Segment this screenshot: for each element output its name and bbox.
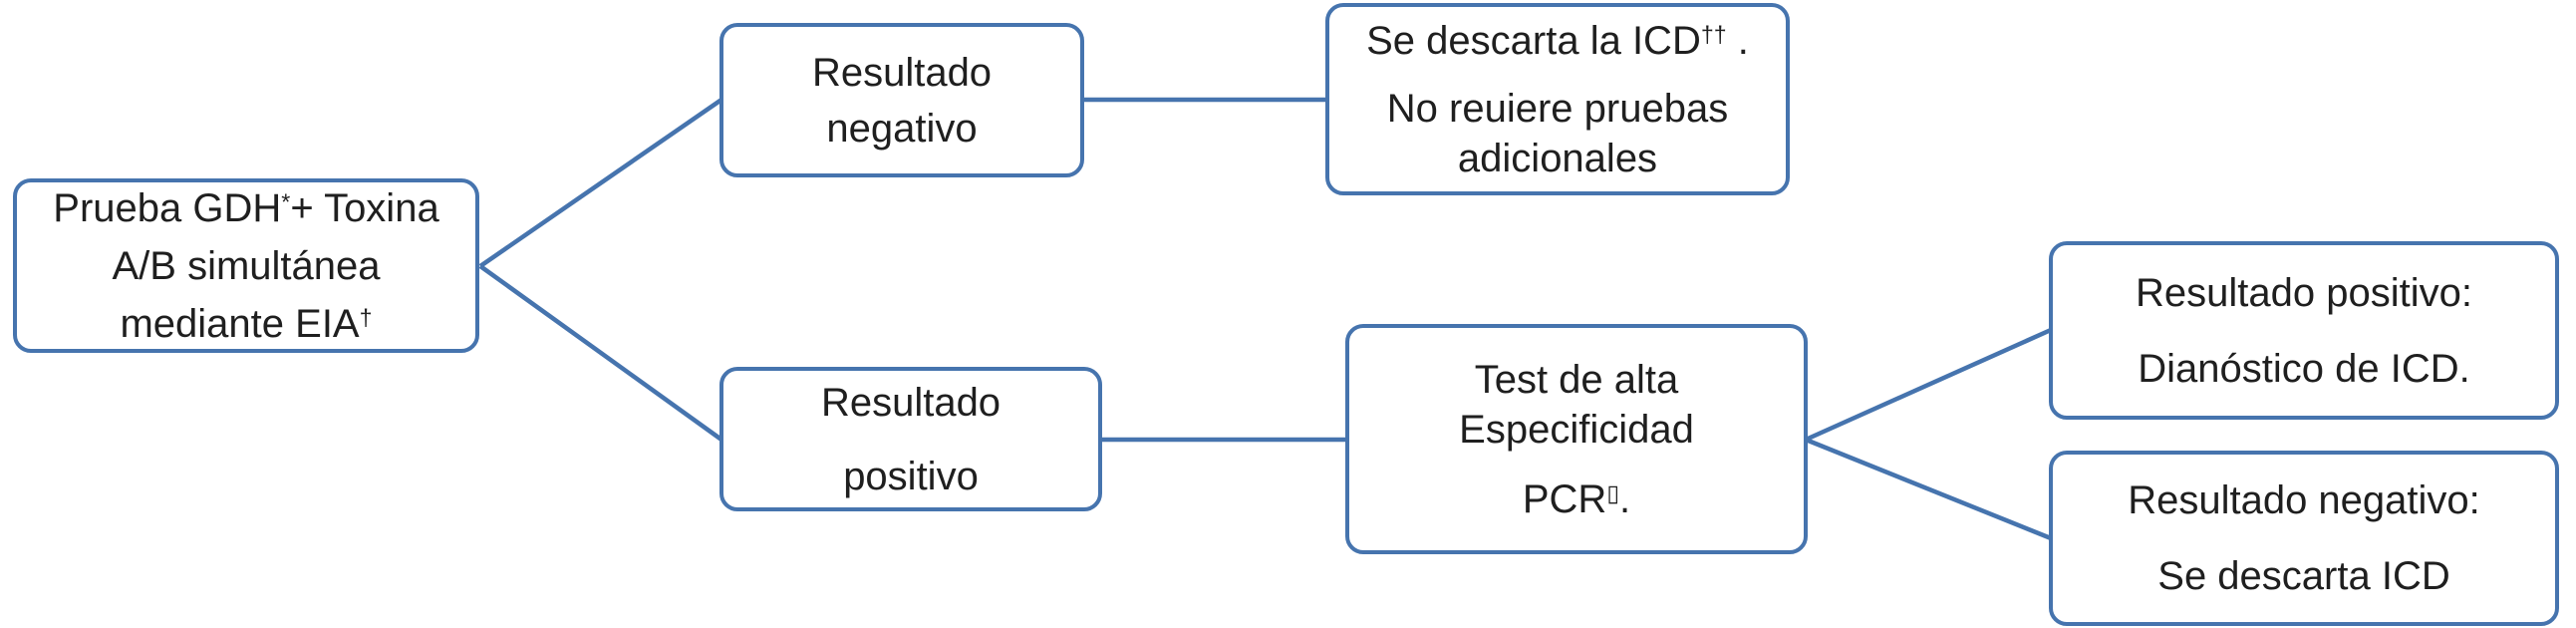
node-text-line: Resultado positivo: <box>2136 270 2472 315</box>
node-text-line: Test de alta Especificidad <box>1459 357 1694 452</box>
node-text-line: Se descarta ICD <box>2157 554 2450 598</box>
connector-gdh-to-positivo <box>478 264 723 442</box>
text-segment: PCR <box>1522 476 1607 521</box>
node-resultado-negativo-se-descarta-icd: Resultado negativo: Se descarta ICD <box>2049 451 2559 626</box>
node-resultado-positivo-diagnostico-icd: Resultado positivo: Dianóstico de ICD. <box>2049 241 2559 420</box>
connector-test-to-result-positivo <box>1805 327 2052 443</box>
node-resultado-positivo: Resultado positivo <box>719 367 1102 511</box>
node-gdh-toxin-eia-test: Prueba GDH*+ Toxina A/B simultánea media… <box>13 178 479 353</box>
node-text-line: No reuiere pruebas adicionales <box>1386 86 1729 180</box>
text-segment: Prueba GDH <box>53 185 282 230</box>
node-text-line: PCR▯. <box>1523 474 1630 524</box>
superscript-double-dagger: †† <box>1700 20 1727 47</box>
node-text-line: Prueba GDH*+ Toxina <box>53 179 438 237</box>
connector-test-to-result-negativo <box>1805 437 2052 541</box>
node-se-descarta-icd: Se descarta la ICD†† . No reuiere prueba… <box>1325 3 1790 195</box>
missing-glyph-box-icon: ▯ <box>1606 478 1620 505</box>
node-text-line: Dianóstico de ICD. <box>2138 346 2470 391</box>
node-text-line: Se descarta la ICD†† . <box>1366 16 1749 66</box>
text-segment: + Toxina <box>290 185 439 230</box>
text-segment: Se descarta la ICD <box>1366 18 1701 63</box>
text-segment: . <box>1726 18 1749 63</box>
superscript-dagger: † <box>359 303 373 330</box>
node-text-line: Resultado <box>811 50 993 95</box>
node-test-alta-especificidad-pcr: Test de alta Especificidad PCR▯. <box>1345 324 1808 554</box>
node-text-line: A/B simultánea <box>112 243 381 288</box>
node-text-line: negativo <box>826 106 978 151</box>
connector-gdh-to-negativo <box>478 98 723 268</box>
node-text-line: Resultado negativo: <box>2128 478 2480 522</box>
node-text-line: Resultado <box>820 380 1002 425</box>
node-text-line: positivo <box>843 454 979 498</box>
node-resultado-negativo: Resultado negativo <box>719 23 1084 177</box>
text-segment: . <box>1619 476 1631 521</box>
text-segment: mediante EIA <box>120 301 360 346</box>
superscript-asterisk: * <box>281 187 291 214</box>
node-text-line: mediante EIA† <box>120 295 372 353</box>
